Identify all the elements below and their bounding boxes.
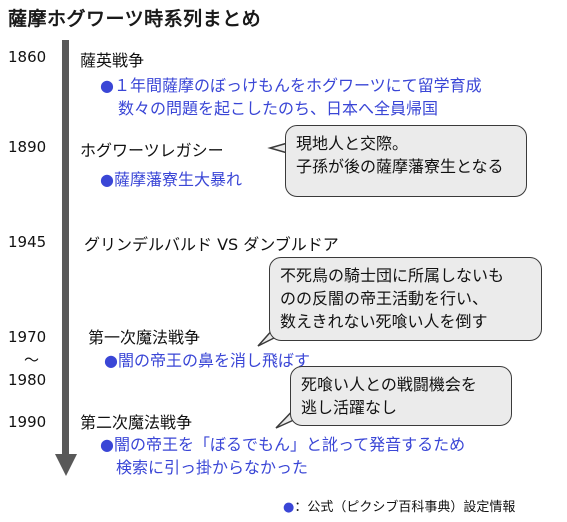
year-range-separator: ～ bbox=[24, 351, 40, 369]
event-first-wizarding-war: 第一次魔法戦争 bbox=[88, 328, 201, 347]
legend: ●：公式（ピクシブ百科事典）設定情報 bbox=[283, 496, 515, 515]
event-second-wizarding-war: 第二次魔法戦争 bbox=[80, 413, 193, 432]
page-title: 薩摩ホグワーツ時系列まとめ bbox=[8, 8, 262, 30]
note-1990-line2: 検索に引っ掛からなかった bbox=[116, 458, 309, 477]
year-1860: 1860 bbox=[8, 48, 47, 66]
year-1945: 1945 bbox=[8, 233, 47, 251]
year-1990: 1990 bbox=[8, 413, 47, 431]
callout-2-line3: 数えきれない死喰い人を倒す bbox=[280, 312, 488, 331]
event-satsuei-war: 薩英戦争 bbox=[80, 51, 145, 70]
callout-3: 死喰い人との戦闘機会を 逃し活躍なし bbox=[290, 366, 512, 426]
callout-3-line1: 死喰い人との戦闘機会を bbox=[301, 375, 477, 394]
note-1970-line1: ●闇の帝王の鼻を消し飛ばす bbox=[104, 351, 310, 370]
note-1860-line2: 数々の問題を起こしたのち、日本へ全員帰国 bbox=[118, 99, 439, 118]
year-1970: 1970 bbox=[8, 328, 47, 346]
callout-1: 現地人と交際。 子孫が後の薩摩藩寮生となる bbox=[285, 125, 527, 197]
timeline-arrowhead bbox=[55, 454, 77, 476]
note-1890-line1: ●薩摩藩寮生大暴れ bbox=[100, 170, 242, 189]
note-1990-line1: ●闇の帝王を「ぼるでもん」と訛って発音するため bbox=[100, 435, 466, 454]
legend-bullet: ● bbox=[283, 500, 295, 515]
year-1980: 1980 bbox=[8, 371, 47, 389]
event-hogwarts-legacy: ホグワーツレガシー bbox=[80, 141, 224, 160]
note-1860-line1: ●１年間薩摩のぼっけもんをホグワーツにて留学育成 bbox=[100, 76, 482, 95]
legend-text: ：公式（ピクシブ百科事典）設定情報 bbox=[294, 500, 516, 515]
event-grindelwald-vs-dumbledore: グリンデルバルド VS ダンブルドア bbox=[84, 235, 339, 254]
callout-2: 不死鳥の騎士団に所属しないも のの反闇の帝王活動を行い、 数えきれない死喰い人を… bbox=[269, 257, 542, 341]
timeline-axis bbox=[62, 40, 69, 460]
callout-2-line2: のの反闇の帝王活動を行い、 bbox=[280, 289, 489, 308]
callout-2-line1: 不死鳥の騎士団に所属しないも bbox=[280, 266, 505, 285]
callout-3-line2: 逃し活躍なし bbox=[301, 398, 398, 417]
callout-1-line1: 現地人と交際。 bbox=[296, 134, 409, 153]
callout-1-line2: 子孫が後の薩摩藩寮生となる bbox=[296, 157, 504, 176]
year-1890: 1890 bbox=[8, 138, 47, 156]
